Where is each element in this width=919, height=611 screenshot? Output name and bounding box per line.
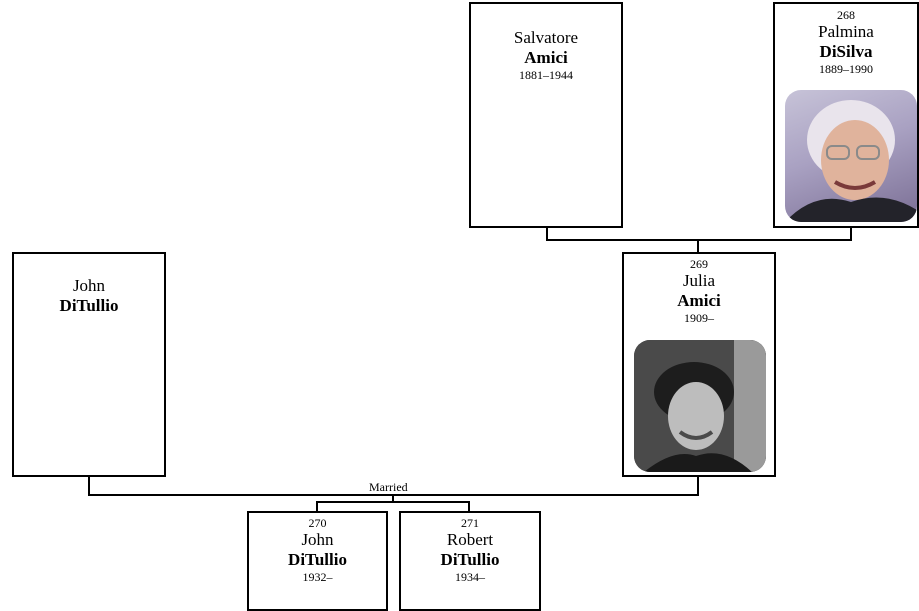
marriage-connector-right [697, 476, 699, 496]
person-number: 270 [308, 516, 327, 530]
portrait-illustration [634, 340, 766, 472]
person-card-palmina[interactable]: 268 Palmina DiSilva 1889–1990 [773, 2, 919, 228]
life-dates: 1932– [302, 570, 333, 584]
parents-connector-left [546, 226, 548, 240]
person-card-salvatore[interactable]: Salvatore Amici 1881–1944 [469, 2, 623, 228]
last-name: DiTullio [288, 550, 347, 569]
person-card-robert[interactable]: 271 Robert DiTullio 1934– [399, 511, 541, 611]
parents-connector-bar [546, 239, 852, 241]
portrait-photo-palmina [785, 90, 917, 222]
person-card-julia[interactable]: 269 Julia Amici 1909– [622, 252, 776, 477]
person-card-john-sr[interactable]: John DiTullio [12, 252, 166, 477]
first-name: Palmina [818, 22, 874, 41]
first-name: Julia [682, 271, 716, 290]
children-connector-bar [316, 501, 470, 503]
child1-connector [316, 501, 318, 511]
life-dates: 1881–1944 [519, 68, 573, 82]
first-name: John [301, 530, 334, 549]
first-name: Robert [446, 530, 494, 549]
life-dates: 1934– [455, 570, 485, 584]
children-connector-drop [392, 494, 394, 502]
person-card-john-jr[interactable]: 270 John DiTullio 1932– [247, 511, 388, 611]
last-name: DiSilva [819, 42, 873, 61]
last-name: DiTullio [59, 296, 119, 315]
person-number: 269 [690, 257, 708, 271]
life-dates: 1889–1990 [819, 62, 873, 76]
parents-connector-right [850, 226, 852, 240]
person-number: 268 [837, 8, 855, 22]
person-number: 271 [461, 516, 479, 530]
portrait-illustration [785, 100, 917, 222]
first-name: John [72, 276, 106, 295]
life-dates: 1909– [684, 311, 714, 325]
parents-connector-drop [697, 239, 699, 252]
marriage-connector-left [88, 476, 90, 496]
last-name: DiTullio [440, 550, 500, 569]
marriage-label: Married [369, 480, 408, 494]
last-name: Amici [677, 291, 721, 310]
first-name: Salvatore [513, 28, 579, 47]
last-name: Amici [524, 48, 568, 67]
portrait-photo-julia [634, 340, 766, 472]
child2-connector [468, 501, 470, 511]
